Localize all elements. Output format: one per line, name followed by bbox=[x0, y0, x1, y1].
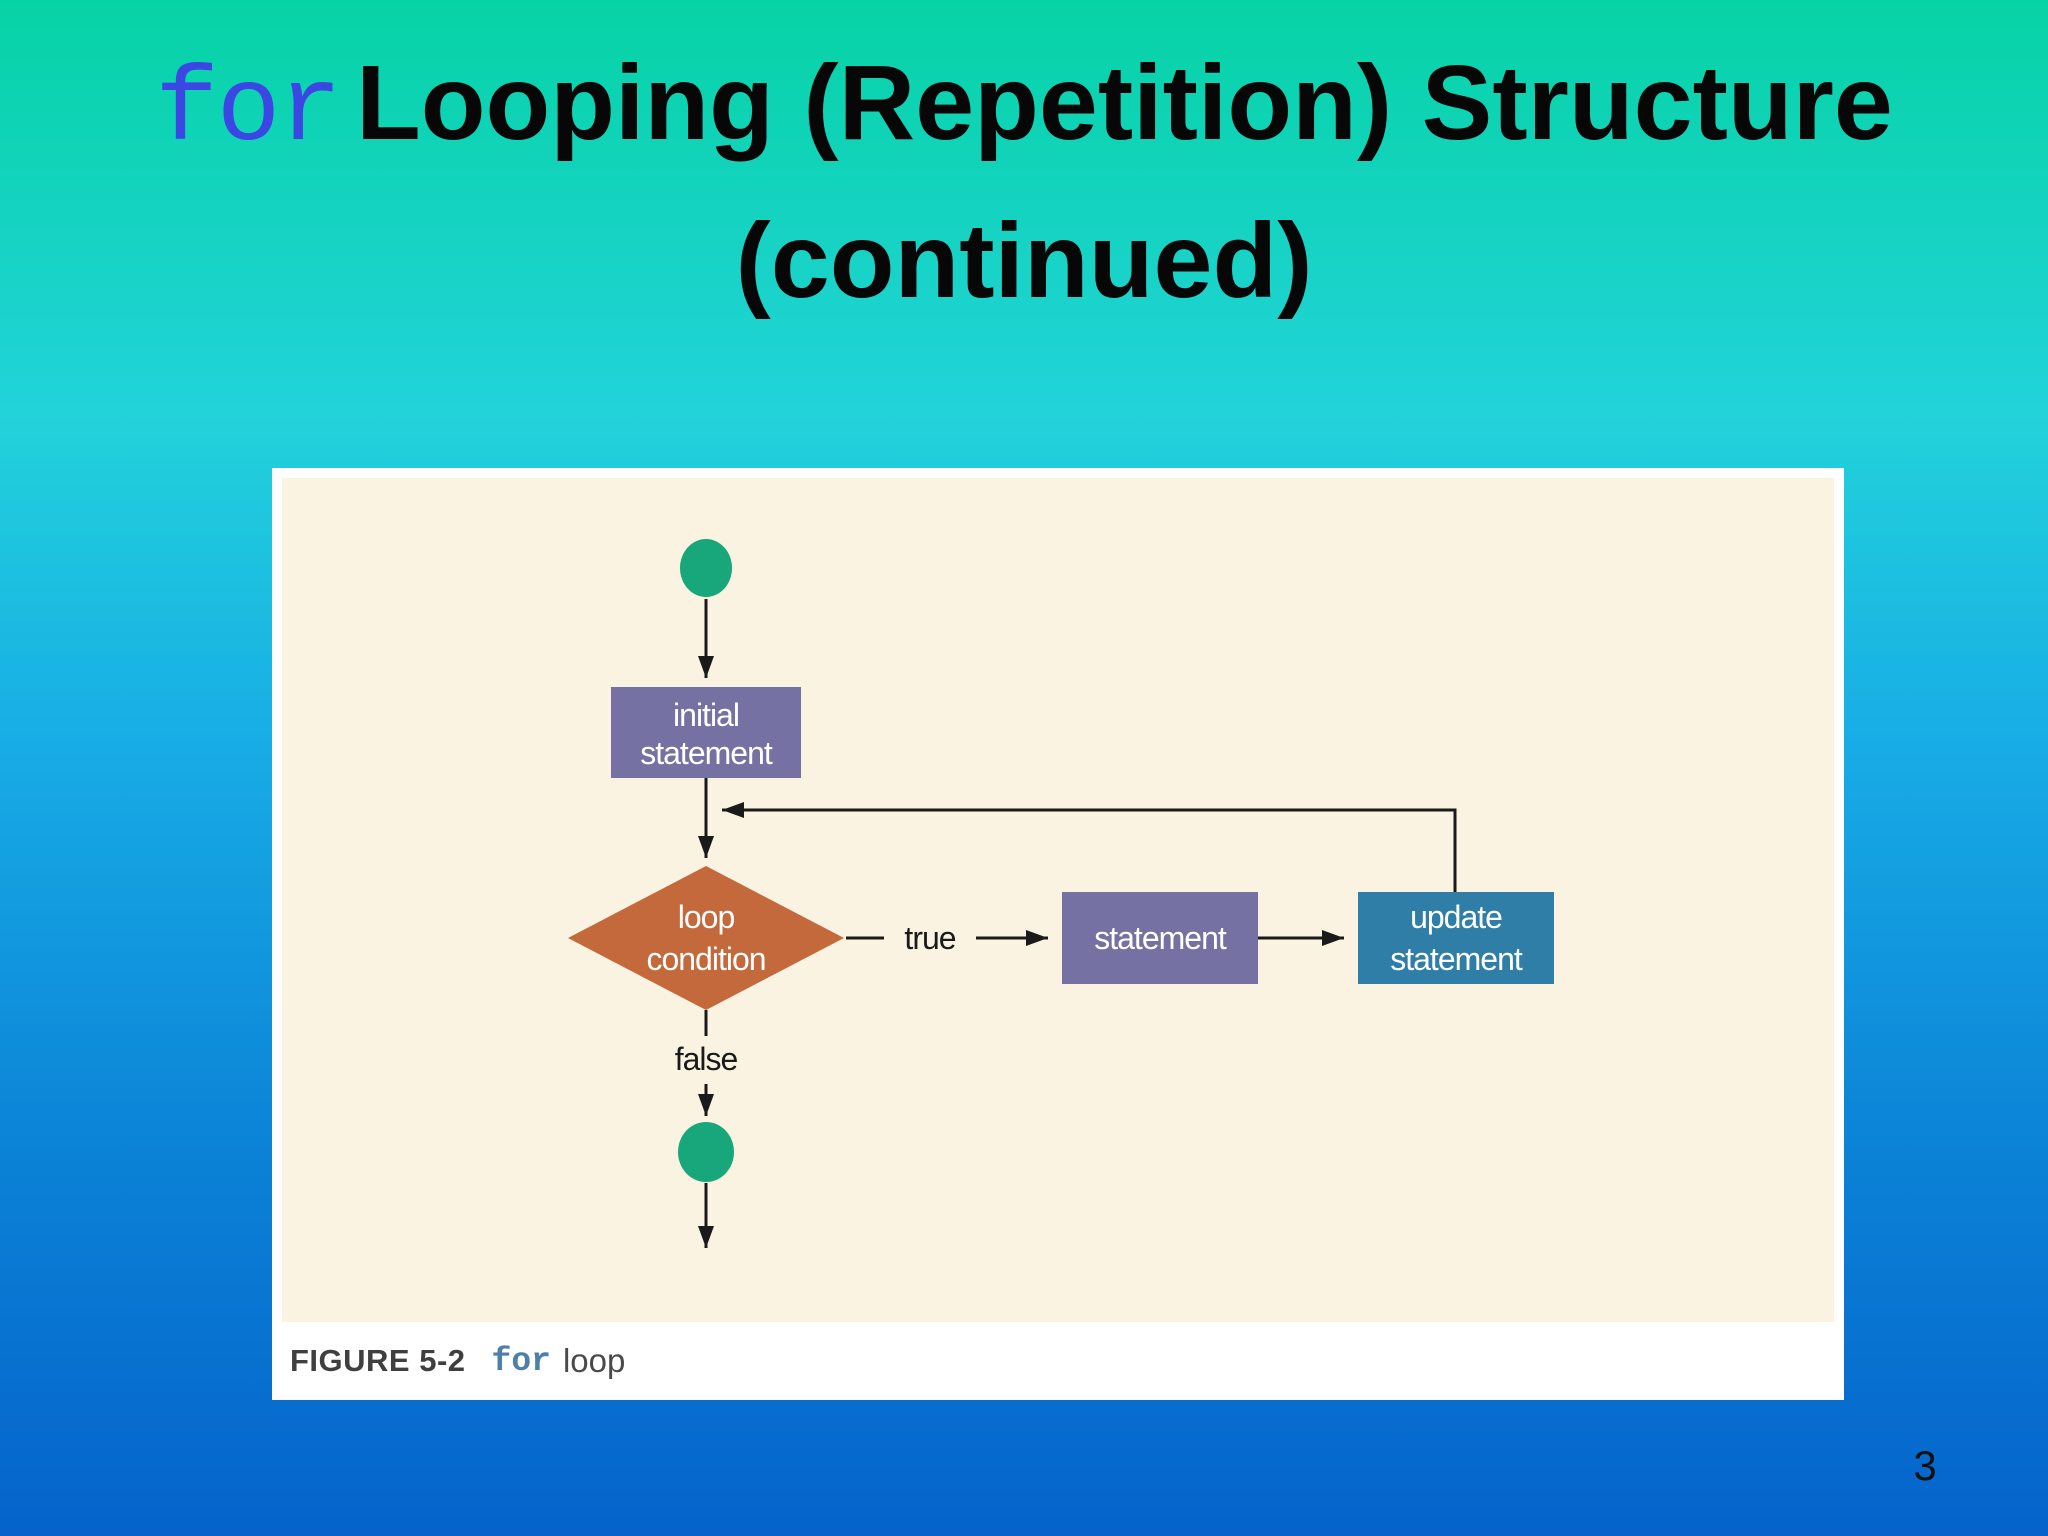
update-statement-box bbox=[1358, 892, 1554, 984]
title-keyword-for: for bbox=[155, 51, 342, 171]
statement-label: statement bbox=[1094, 920, 1227, 956]
initial-statement-label-line1: initial bbox=[673, 697, 739, 733]
end-terminal-circle bbox=[678, 1122, 734, 1182]
title-line-2: (continued) bbox=[735, 202, 1313, 320]
update-statement-label-line1: update bbox=[1410, 899, 1502, 935]
start-terminal-circle bbox=[680, 539, 732, 597]
statement-box bbox=[1062, 892, 1258, 984]
edge-update-feedback bbox=[722, 802, 1457, 892]
false-label: false bbox=[675, 1041, 738, 1077]
figure-caption: FIGURE 5-2 for loop bbox=[282, 1322, 1834, 1400]
loop-condition-diamond bbox=[568, 866, 844, 1010]
figure-caption-text: loop bbox=[562, 1342, 626, 1379]
loop-condition-label-line2: condition bbox=[646, 941, 765, 977]
flowchart-canvas: initial statement loop condition true st… bbox=[282, 478, 1834, 1322]
page-number: 3 bbox=[1913, 1442, 1937, 1489]
figure-panel: initial statement loop condition true st… bbox=[272, 468, 1844, 1400]
loop-condition-label-line1: loop bbox=[678, 899, 735, 935]
title-text: Looping (Repetition) Structure bbox=[355, 44, 1893, 162]
figure-caption-number: FIGURE 5-2 bbox=[290, 1343, 466, 1378]
initial-statement-label-line2: statement bbox=[640, 735, 773, 771]
true-label: true bbox=[904, 920, 955, 956]
figure-caption-keyword-for: for bbox=[491, 1342, 551, 1380]
initial-statement-box bbox=[611, 687, 801, 778]
flowchart-svg: initial statement loop condition true st… bbox=[568, 539, 1554, 1248]
update-statement-label-line2: statement bbox=[1390, 941, 1523, 977]
